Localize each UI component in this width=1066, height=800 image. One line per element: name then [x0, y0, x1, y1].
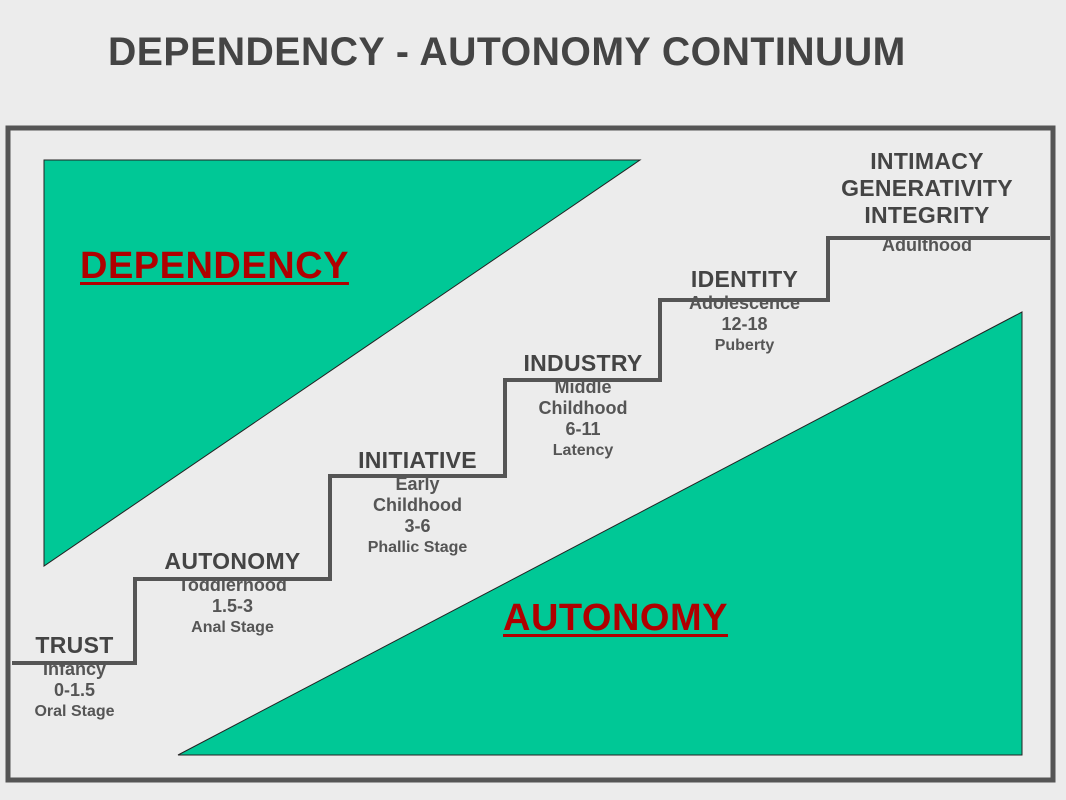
- stage-identity: IDENTITY Adolescence 12-18 Puberty: [662, 266, 827, 356]
- stage-period-2: Childhood: [538, 398, 628, 418]
- stage-name: IDENTITY: [690, 266, 799, 292]
- stage-name: INITIATIVE: [358, 447, 477, 473]
- staircase-line: [12, 236, 1050, 665]
- stage-period: Adolescence: [688, 293, 801, 313]
- stage-age: 0-1.5: [53, 680, 96, 700]
- stage-period: Early: [395, 474, 440, 494]
- page-title: DEPENDENCY - AUTONOMY CONTINUUM: [108, 30, 906, 74]
- stage-name: AUTONOMY: [164, 548, 301, 574]
- dependency-triangle: [43, 159, 642, 567]
- stage-period-2: Childhood: [373, 495, 462, 515]
- stage-name-intimacy: INTIMACY: [870, 148, 984, 174]
- stage-name-integrity: INTEGRITY: [864, 202, 990, 228]
- stage-autonomy: AUTONOMY Toddlerhood 1.5-3 Anal Stage: [140, 548, 325, 638]
- stage-industry: INDUSTRY Middle Childhood 6-11 Latency: [508, 350, 658, 461]
- stage-freud: Oral Stage: [34, 703, 115, 720]
- stage-freud: Puberty: [714, 337, 775, 354]
- stage-age: 6-11: [565, 419, 601, 439]
- autonomy-label: AUTONOMY: [503, 597, 728, 639]
- dependency-label: DEPENDENCY: [80, 245, 349, 287]
- stage-freud: Anal Stage: [191, 619, 274, 636]
- stage-age: 12-18: [721, 314, 768, 334]
- stage-period: Middle: [554, 377, 612, 397]
- stage-age: 1.5-3: [211, 596, 254, 616]
- outer-frame: [5, 125, 1056, 783]
- stage-adulthood: INTIMACY GENERATIVITY INTEGRITY Adulthoo…: [822, 148, 1032, 256]
- stage-name: INDUSTRY: [523, 350, 643, 376]
- stage-name-generativity: GENERATIVITY: [841, 175, 1013, 201]
- stage-period: Infancy: [42, 659, 107, 679]
- autonomy-triangle: [177, 311, 1023, 756]
- stage-age: 3-6: [404, 516, 431, 536]
- stage-trust: TRUST Infancy 0-1.5 Oral Stage: [22, 632, 127, 722]
- stage-period: Toddlerhood: [178, 575, 287, 595]
- stage-name: TRUST: [35, 632, 114, 658]
- stage-initiative: INITIATIVE Early Childhood 3-6 Phallic S…: [335, 447, 500, 558]
- stage-period: Adulthood: [882, 235, 972, 255]
- stage-freud: Phallic Stage: [367, 539, 468, 556]
- stage-freud: Latency: [552, 442, 614, 459]
